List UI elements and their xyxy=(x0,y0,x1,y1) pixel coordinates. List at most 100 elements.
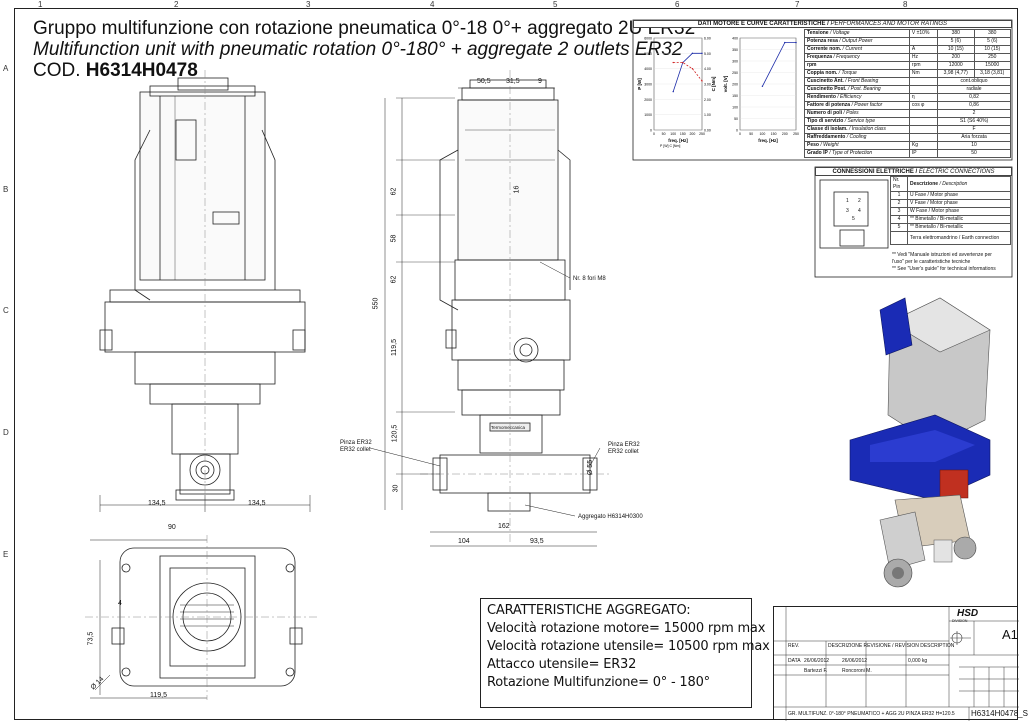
x-tick-label: 150 xyxy=(680,132,686,136)
pin-number: 4 xyxy=(890,215,908,224)
rating-label-it: Tipo di servizio xyxy=(807,118,844,124)
series-line xyxy=(673,62,703,82)
rev-description: DESCRIZIONE REVISIONE / REVISION DESCRIP… xyxy=(828,643,955,649)
aggregate-line-4: Rotazione Multifunzione= 0° - 180° xyxy=(487,675,710,690)
dim-31-5: 31,5 xyxy=(506,78,520,85)
rating-label: Grado IP / Type of Protection xyxy=(804,149,910,158)
dim-119-5-bottom: 119,5 xyxy=(150,692,167,699)
rating-unit: Nm xyxy=(908,69,939,78)
x-tick-label: 50 xyxy=(662,132,666,136)
electric-note-2: l'uso" per le caratteristiche tecniche xyxy=(892,259,971,265)
title-code: COD. H6314H0478 xyxy=(33,60,695,81)
pin-number xyxy=(890,231,908,245)
pin-number: 3 xyxy=(890,207,908,216)
y-tick-label: 400 xyxy=(732,37,738,41)
y-right-tick-label: 2.00 xyxy=(704,98,711,102)
rating-unit xyxy=(908,125,939,134)
dim-134-5-right: 134,5 xyxy=(248,500,266,507)
rating-value: 380 xyxy=(973,29,1011,38)
rating-label: Cuscinetto Post. / Post. Bearing xyxy=(804,85,910,94)
rating-unit: Hz xyxy=(908,53,939,62)
series-point xyxy=(795,41,797,44)
rating-label: Cuscinetto Ant. / Front Bearing xyxy=(804,77,910,86)
rating-label-en: / Torque xyxy=(837,70,857,76)
x-tick-label: 0 xyxy=(653,132,655,136)
rating-label: Corrente nom. / Current xyxy=(804,45,910,54)
rating-value: F xyxy=(937,125,1011,134)
y-tick-label: 50 xyxy=(734,117,738,121)
pin-diagram-1: 1 xyxy=(846,198,849,204)
rating-value: 15000 xyxy=(973,61,1011,70)
dim-73-5: 73,5 xyxy=(87,631,95,646)
x-tick-label: 50 xyxy=(749,132,753,136)
dim-104: 104 xyxy=(458,538,470,545)
y-right-tick-label: 5.00 xyxy=(704,52,711,56)
series-point xyxy=(784,41,786,44)
pin-row: 5** Bimetallo / Bi-metallic xyxy=(890,223,1011,232)
y-tick-label: 3000 xyxy=(644,83,652,87)
y-tick-label: 6000 xyxy=(644,37,652,41)
rating-label-it: Grado IP xyxy=(807,150,828,156)
render-3d xyxy=(849,297,991,588)
pin-description: V Fase / Motor phase xyxy=(907,199,1011,208)
date-checked: 26/06/2012 xyxy=(842,658,868,664)
label-holes: Nr. 8 fori M8 xyxy=(573,276,606,282)
series-line xyxy=(762,42,796,87)
label-plate: Termomeccanica xyxy=(491,425,526,430)
rating-value: 0,82 xyxy=(937,93,1011,102)
drawing-title: Gruppo multifunzione con rotazione pneum… xyxy=(33,18,695,81)
date-label: DATA xyxy=(788,658,801,664)
grid-row-a: A xyxy=(3,64,9,73)
aggregate-characteristics: CARATTERISTICHE AGGREGATO: Velocità rota… xyxy=(480,598,770,708)
x-tick-label: 250 xyxy=(699,132,705,136)
grid-row-c: C xyxy=(3,306,9,315)
rating-label-en: / Power factor xyxy=(850,102,883,108)
pin-description: ** Bimetallo / Bi-metallic xyxy=(907,215,1011,224)
rating-value: 10 (15) xyxy=(973,45,1011,54)
dim-16: 16 xyxy=(513,185,521,194)
dim-162: 162 xyxy=(498,523,510,530)
rating-label-en: / Output Power xyxy=(837,38,873,44)
pin-diagram-2: 2 xyxy=(858,198,861,204)
pin-description: ** Bimetallo / Bi-metallic xyxy=(907,223,1011,232)
electric-header: CONNESSIONI ELETTRICHE / ELECTRIC CONNEC… xyxy=(815,167,1012,176)
y-tick-label: 300 xyxy=(732,60,738,64)
aggregate-line-3: Attacco utensile= ER32 xyxy=(487,657,637,672)
rating-value: 3,98 (4,77) xyxy=(937,69,975,78)
pin-description: Terra elettromandrino / Earth connection xyxy=(907,231,1011,245)
dim-62-b: 62 xyxy=(390,275,398,284)
rating-value: 5 (6) xyxy=(937,37,975,46)
rating-value: 12000 xyxy=(937,61,975,70)
pin-number: 5 xyxy=(890,223,908,232)
electric-header-en: ELECTRIC CONNECTIONS xyxy=(917,169,995,175)
rating-unit: η xyxy=(908,93,939,102)
rating-value: Aria forzata xyxy=(937,133,1011,142)
rating-label-it: Potenza resa xyxy=(807,38,838,44)
pin-number: 2 xyxy=(890,199,908,208)
rating-unit: cos φ xyxy=(908,101,939,110)
chart-legend: P [W] C [Nm] xyxy=(660,144,680,148)
rating-unit xyxy=(908,85,939,94)
series-point xyxy=(691,67,694,70)
motor-header-en: PERFORMANCES AND MOTOR RATINGS xyxy=(828,21,948,27)
y-right-tick-label: 3.00 xyxy=(704,83,711,87)
rating-value: 200 xyxy=(937,53,975,62)
y-right-axis-label: C [Nm] xyxy=(711,76,716,91)
series-point xyxy=(691,52,694,55)
drawn-by: Bartezzi F. xyxy=(804,668,828,674)
rating-label-en: / Voltage xyxy=(828,30,850,36)
company-division: DIVISION xyxy=(952,619,968,623)
rating-label-en: / Efficiency xyxy=(835,94,862,100)
pin-diagram-4: 4 xyxy=(858,208,861,214)
rating-label-it: Tensione xyxy=(807,30,829,36)
